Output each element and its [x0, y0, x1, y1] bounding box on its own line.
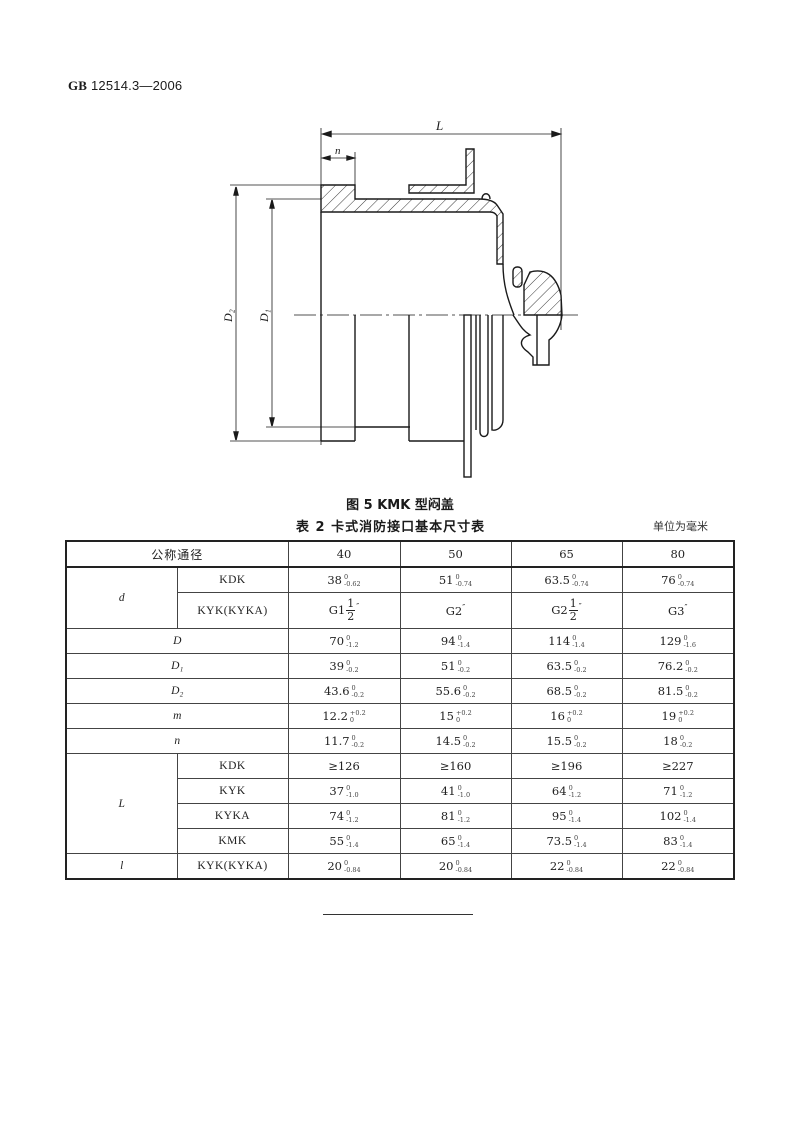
dim-label-D1: D₁ — [257, 309, 271, 323]
row-symbol-L: L — [65, 753, 178, 854]
table-cell: ≥126 — [287, 753, 401, 779]
table-row: L KDK ≥126≥160 ≥196≥227 — [65, 753, 735, 854]
row-type: KYKA — [176, 803, 289, 829]
row-symbol-m: m — [65, 703, 289, 729]
row-type: KYK — [176, 778, 289, 804]
row-type: KYK(KYKA) — [176, 853, 289, 880]
figure-caption: 图 5 KMK 型闷盖 — [346, 498, 454, 513]
row-symbol-D1: D₁ — [65, 653, 289, 679]
row-type: KMK — [176, 828, 289, 854]
standard-number: 12514.3—2006 — [91, 78, 183, 93]
row-type: KYK(KYKA) — [176, 592, 289, 629]
end-of-standard-rule — [323, 914, 473, 915]
row-type: KDK — [176, 753, 289, 779]
standard-code: GB 12514.3—2006 — [68, 78, 182, 94]
row-type: KDK — [176, 566, 289, 593]
dim-label-n: n — [335, 145, 341, 157]
header-col-80: 80 — [621, 540, 735, 568]
header-nominal-bore: 公称通径 — [65, 540, 289, 568]
dim-label-L: L — [435, 118, 443, 133]
table-cell: ≥196 — [510, 753, 623, 779]
unit-note: 单位为毫米 — [653, 520, 708, 533]
standard-prefix: GB — [68, 78, 88, 93]
row-symbol-l: l — [65, 853, 178, 880]
table-cell: ≥160 — [399, 753, 512, 779]
row-symbol-D2: D₂ — [65, 678, 289, 704]
table-header-row: 公称通径 40 50 65 80 — [65, 540, 735, 568]
table-title: 表 2 卡式消防接口基本尺寸表 — [296, 520, 486, 535]
row-symbol-d: d — [65, 566, 178, 629]
header-col-50: 50 — [399, 540, 512, 568]
row-symbol-D: D — [65, 628, 289, 654]
table-cell: G2″ — [399, 592, 512, 629]
header-col-65: 65 — [510, 540, 623, 568]
kmk-cap-drawing: L n D₂ D₁ — [221, 118, 578, 478]
row-symbol-n: n — [65, 728, 289, 754]
header-col-40: 40 — [287, 540, 401, 568]
table-cell: ≥227 — [621, 753, 735, 779]
table-cell: G3″ — [621, 592, 735, 629]
dim-label-D2: D₂ — [221, 309, 235, 323]
